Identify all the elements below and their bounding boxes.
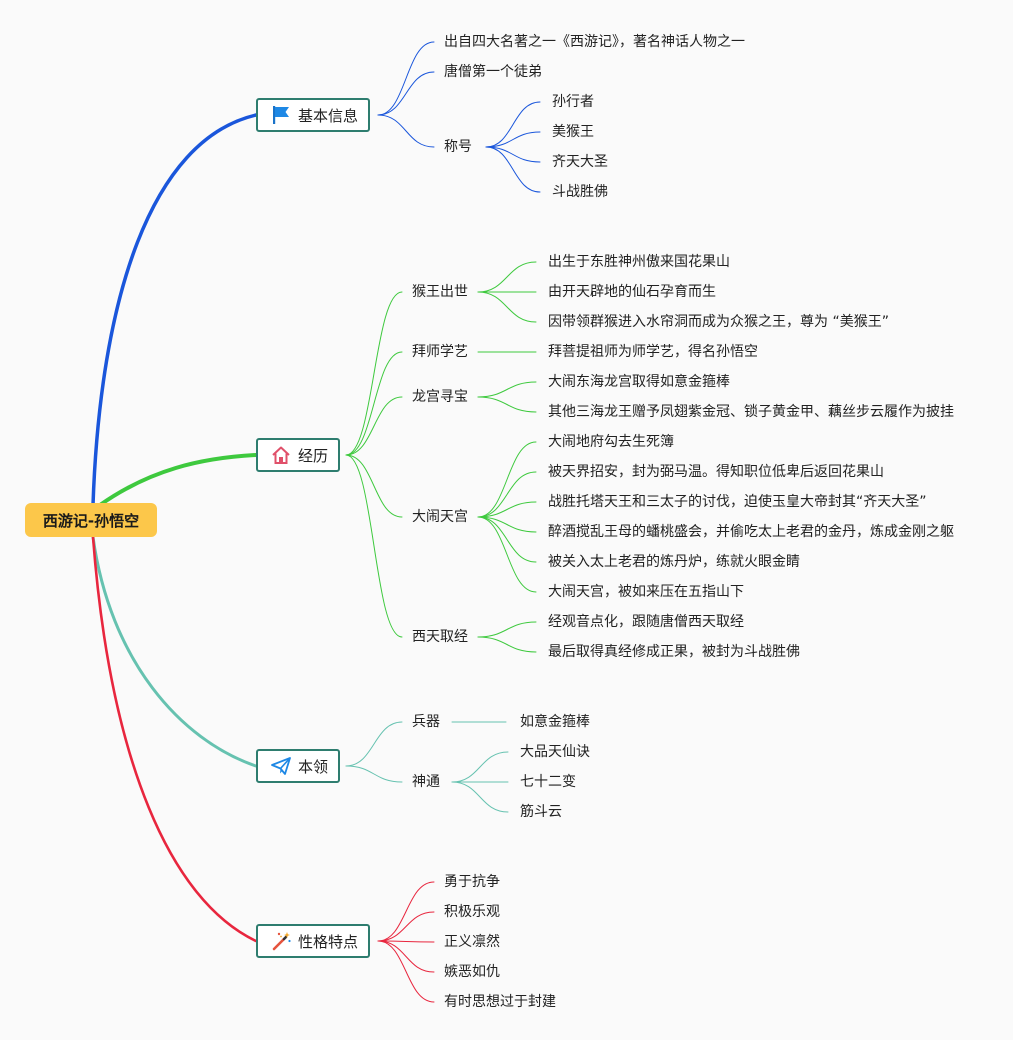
trait-item[interactable]: 有时思想过于封建	[444, 994, 556, 1010]
experience-leaf-line	[477, 516, 537, 533]
basic-info-item[interactable]: 唐僧第一个徒弟	[444, 64, 542, 80]
experience-leaf-line	[477, 516, 537, 593]
experience-leaf-line	[477, 381, 537, 398]
basic-sub-line	[377, 41, 435, 116]
experience-item[interactable]: 大闹东海龙宫取得如意金箍棒	[548, 374, 730, 390]
experience-group-line	[345, 454, 403, 518]
root-topic[interactable]: 西游记-孙悟空	[25, 503, 157, 537]
skill-group[interactable]: 神通	[412, 774, 440, 790]
experience-leaf-line	[477, 621, 537, 638]
trait-item[interactable]: 勇于抗争	[444, 874, 500, 890]
experience-item[interactable]: 由开天辟地的仙石孕育而生	[548, 284, 716, 300]
experience-item[interactable]: 最后取得真经修成正果，被封为斗战胜佛	[548, 644, 800, 660]
trait-item[interactable]: 积极乐观	[444, 904, 500, 920]
title-item[interactable]: 美猴王	[552, 124, 594, 140]
experience-item[interactable]: 战胜托塔天王和三太子的讨伐，迫使玉皇大帝封其“齐天大圣”	[548, 494, 927, 510]
trait-line	[377, 881, 435, 942]
experience-leaf-line	[477, 291, 537, 323]
basic-sub-line	[377, 114, 435, 148]
experience-item[interactable]: 出生于东胜神州傲来国花果山	[548, 254, 730, 270]
branch-line-skills	[91, 535, 258, 768]
experience-leaf-line	[477, 501, 537, 518]
titles-sub-line	[485, 146, 541, 193]
experience-item[interactable]: 大闹天宫，被如来压在五指山下	[548, 584, 744, 600]
experience-leaf-line	[477, 471, 537, 518]
experience-group[interactable]: 大闹天宫	[412, 509, 468, 525]
skill-item[interactable]: 大品天仙诀	[520, 744, 590, 760]
experience-item[interactable]: 其他三海龙王赠予凤翅紫金冠、锁子黄金甲、藕丝步云履作为披挂	[548, 404, 954, 420]
title-item[interactable]: 孙行者	[552, 94, 594, 110]
titles-topic[interactable]: 称号	[444, 139, 472, 155]
titles-sub-line	[485, 101, 541, 148]
basic-info-item[interactable]: 出自四大名著之一《西游记》，著名神话人物之一	[444, 34, 745, 50]
branch-basic-info-label: 基本信息	[298, 106, 359, 125]
branch-line-basic	[91, 113, 258, 507]
experience-item[interactable]: 大闹地府勾去生死簿	[548, 434, 674, 450]
trait-line	[377, 940, 435, 943]
branch-basic-info[interactable]: 基本信息	[256, 98, 371, 132]
skill-leaf-line	[451, 781, 509, 813]
skill-item[interactable]: 七十二变	[520, 774, 576, 790]
experience-group-line	[345, 291, 403, 456]
experience-leaf-line	[477, 396, 537, 413]
title-item[interactable]: 斗战胜佛	[552, 184, 608, 200]
experience-item[interactable]: 拜菩提祖师为师学艺，得名孙悟空	[548, 344, 758, 360]
magic-wand-icon	[270, 930, 292, 952]
experience-group-line	[345, 351, 403, 456]
house-icon	[270, 444, 292, 466]
experience-item[interactable]: 被天界招安，封为弼马温。得知职位低卑后返回花果山	[548, 464, 884, 480]
skill-group-line	[345, 765, 403, 783]
trait-line	[377, 940, 435, 973]
experience-item[interactable]: 经观音点化，跟随唐僧西天取经	[548, 614, 744, 630]
branch-line-experience	[98, 453, 258, 507]
branch-personality-label: 性格特点	[298, 932, 359, 951]
trait-item[interactable]: 嫉恶如仇	[444, 964, 500, 980]
experience-leaf-line	[477, 516, 537, 563]
skill-group[interactable]: 兵器	[412, 714, 440, 730]
basic-sub-line	[377, 71, 435, 116]
skill-item[interactable]: 如意金箍棒	[520, 714, 590, 730]
branch-line-personality	[91, 535, 258, 943]
trait-line	[377, 940, 435, 1003]
experience-leaf-line	[477, 261, 537, 293]
skill-group-line	[345, 721, 403, 767]
branch-experience[interactable]: 经历	[256, 438, 341, 472]
branch-experience-label: 经历	[298, 446, 329, 465]
skill-leaf-line	[451, 751, 509, 783]
experience-group[interactable]: 西天取经	[412, 629, 468, 645]
experience-group-line	[345, 454, 403, 638]
experience-group[interactable]: 龙宫寻宝	[412, 389, 468, 405]
experience-group[interactable]: 拜师学艺	[412, 344, 468, 360]
branch-personality[interactable]: 性格特点	[256, 924, 371, 958]
experience-group-line	[345, 396, 403, 456]
skill-item[interactable]: 筋斗云	[520, 804, 562, 820]
branch-skills-label: 本领	[298, 757, 329, 776]
flag-icon	[270, 104, 292, 126]
experience-group[interactable]: 猴王出世	[412, 284, 468, 300]
experience-item[interactable]: 被关入太上老君的炼丹炉，练就火眼金睛	[548, 554, 800, 570]
title-item[interactable]: 齐天大圣	[552, 154, 608, 170]
titles-sub-line	[485, 131, 541, 148]
paper-plane-icon	[270, 755, 292, 777]
titles-sub-line	[485, 146, 541, 163]
experience-leaf-line	[477, 636, 537, 653]
trait-item[interactable]: 正义凛然	[444, 934, 500, 950]
experience-leaf-line	[477, 441, 537, 518]
branch-skills[interactable]: 本领	[256, 749, 341, 783]
trait-line	[377, 911, 435, 942]
experience-item[interactable]: 因带领群猴进入水帘洞而成为众猴之王，尊为 “美猴王”	[548, 314, 889, 330]
experience-item[interactable]: 醉酒搅乱王母的蟠桃盛会，并偷吃太上老君的金丹，炼成金刚之躯	[548, 524, 954, 540]
